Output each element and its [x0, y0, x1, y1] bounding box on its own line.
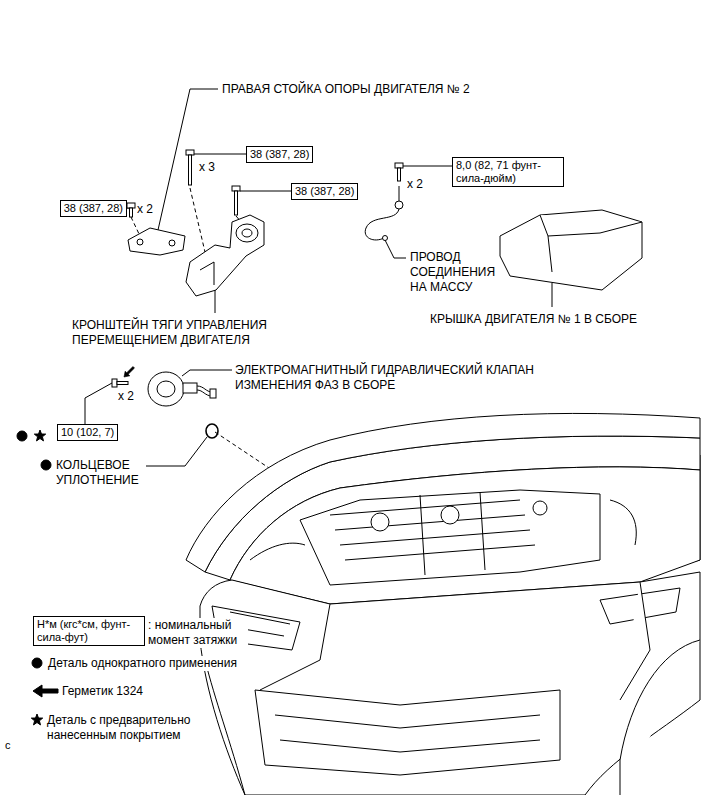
torque-value: 38 (387, 28)	[295, 185, 354, 198]
one-time-symbol	[41, 460, 51, 470]
part-name: КРОНШТЕЙН ТЯГИ УПРАВЛЕНИЯ ПЕРЕМЕЩЕНИЕМ Д…	[72, 318, 312, 348]
bolt	[130, 208, 133, 217]
part-name: ПРАВАЯ СТОЙКА ОПОРЫ ДВИГАТЕЛЯ № 2	[222, 82, 470, 97]
part-name: ЭЛЕКТРОМАГНИТНЫЙ ГИДРАВЛИЧЕСКИЙ КЛАПАН И…	[235, 363, 575, 393]
engine-cover	[540, 215, 642, 272]
torque-value: 38 (387, 28)	[250, 148, 309, 161]
leader-line	[146, 437, 207, 466]
legend-text: Герметик 1324	[62, 684, 143, 699]
part-name: ПРОВОД СОЕДИНЕНИЯ НА МАССУ	[410, 250, 510, 295]
vehicle-illustration	[330, 492, 535, 575]
assembly-line	[190, 188, 205, 252]
engine-cover	[500, 210, 642, 290]
leader-line	[385, 240, 406, 258]
leader-line	[85, 89, 552, 466]
mount-stay	[128, 228, 185, 255]
bolt	[398, 168, 401, 181]
torque-value: Н*м (кгс*см, фунт-сила-фут)	[37, 618, 141, 644]
vehicle-illustration	[371, 513, 389, 531]
quantity: x 3	[199, 160, 215, 175]
vehicle-illustration	[533, 501, 547, 515]
one-time-symbol	[17, 431, 51, 470]
torque-spec: 8,0 (82, 71 фунт-сила-дюйм)	[452, 157, 564, 187]
vehicle-illustration	[250, 500, 636, 560]
ground-wire	[365, 186, 399, 240]
leader-line	[215, 288, 216, 313]
control-valve	[157, 381, 175, 397]
legend-text: Деталь однократного применения	[48, 656, 237, 671]
bolt	[112, 150, 403, 387]
figure-code: c	[5, 738, 11, 753]
rod-bracket	[242, 229, 252, 237]
part-name: КРЫШКА ДВИГАТЕЛЯ № 1 В СБОРЕ	[430, 312, 637, 327]
quantity: x 2	[407, 177, 423, 192]
rod-bracket	[236, 224, 258, 242]
vehicle-illustration	[275, 715, 540, 752]
vehicle-illustration	[186, 413, 700, 795]
torque-spec: 38 (387, 28)	[291, 183, 358, 200]
torque-value: 10 (102, 7)	[61, 426, 114, 439]
legend-text: Деталь с предварительно нанесенным покры…	[47, 713, 212, 743]
rod-bracket	[186, 215, 264, 296]
legend-sample	[33, 685, 58, 697]
o-ring	[206, 424, 218, 438]
bolt	[112, 379, 117, 387]
part-name: КОЛЬЦЕВОЕ УПЛОТНЕНИЕ	[56, 458, 151, 488]
leader-line	[240, 191, 291, 192]
leader-line	[552, 283, 553, 307]
quantity: x 2	[137, 202, 153, 217]
engine-cover	[500, 210, 642, 290]
one-time-symbol	[17, 431, 27, 441]
torque-value: 8,0 (82, 71 фунт-сила-дюйм)	[456, 159, 560, 185]
assembly-line	[131, 217, 140, 236]
precoated-symbol	[34, 430, 45, 441]
torque-spec: 10 (102, 7)	[57, 424, 118, 441]
mount-stay	[137, 239, 143, 245]
control-valve	[210, 389, 216, 398]
bolt	[117, 382, 128, 385]
leader-line	[194, 154, 246, 155]
bolt	[186, 150, 194, 155]
vehicle-illustration	[620, 640, 700, 795]
leader-line	[403, 166, 452, 167]
precoated-symbol	[34, 430, 45, 441]
rod-bracket	[200, 262, 214, 285]
ground-wire	[383, 236, 388, 241]
bolt	[395, 163, 403, 168]
quantity: x 2	[118, 389, 134, 404]
legend-sample	[31, 714, 42, 725]
ground-wire	[395, 201, 403, 209]
ground-wire	[365, 186, 403, 241]
leader-line	[182, 370, 232, 376]
vehicle-illustration	[200, 572, 700, 795]
vehicle-illustration	[255, 690, 560, 775]
control-valve	[148, 372, 184, 406]
sealant-arrow	[122, 365, 136, 379]
legend-torque-box: Н*м (кгс*см, фунт-сила-фут)	[33, 616, 145, 646]
bolt	[189, 155, 192, 185]
bolt	[232, 186, 240, 191]
sealant-arrow	[122, 365, 136, 379]
vehicle-illustration	[260, 582, 650, 700]
bolt	[235, 191, 238, 215]
vehicle-illustration	[441, 506, 459, 524]
control-valve	[148, 372, 216, 406]
bolt	[127, 203, 135, 208]
leader-line	[85, 383, 112, 424]
control-valve	[183, 383, 197, 393]
mount-stay	[169, 240, 175, 246]
legend-sample	[32, 658, 42, 668]
leader-line	[158, 89, 218, 230]
torque-spec: 38 (387, 28)	[60, 200, 127, 217]
legend-text: : номинальный момент затяжки	[148, 618, 248, 648]
torque-value: 38 (387, 28)	[64, 202, 123, 215]
rod-bracket	[186, 215, 264, 296]
vehicle-illustration	[300, 490, 600, 585]
mount-stay	[128, 228, 185, 255]
o-ring	[206, 424, 218, 438]
torque-spec: 38 (387, 28)	[246, 146, 313, 163]
